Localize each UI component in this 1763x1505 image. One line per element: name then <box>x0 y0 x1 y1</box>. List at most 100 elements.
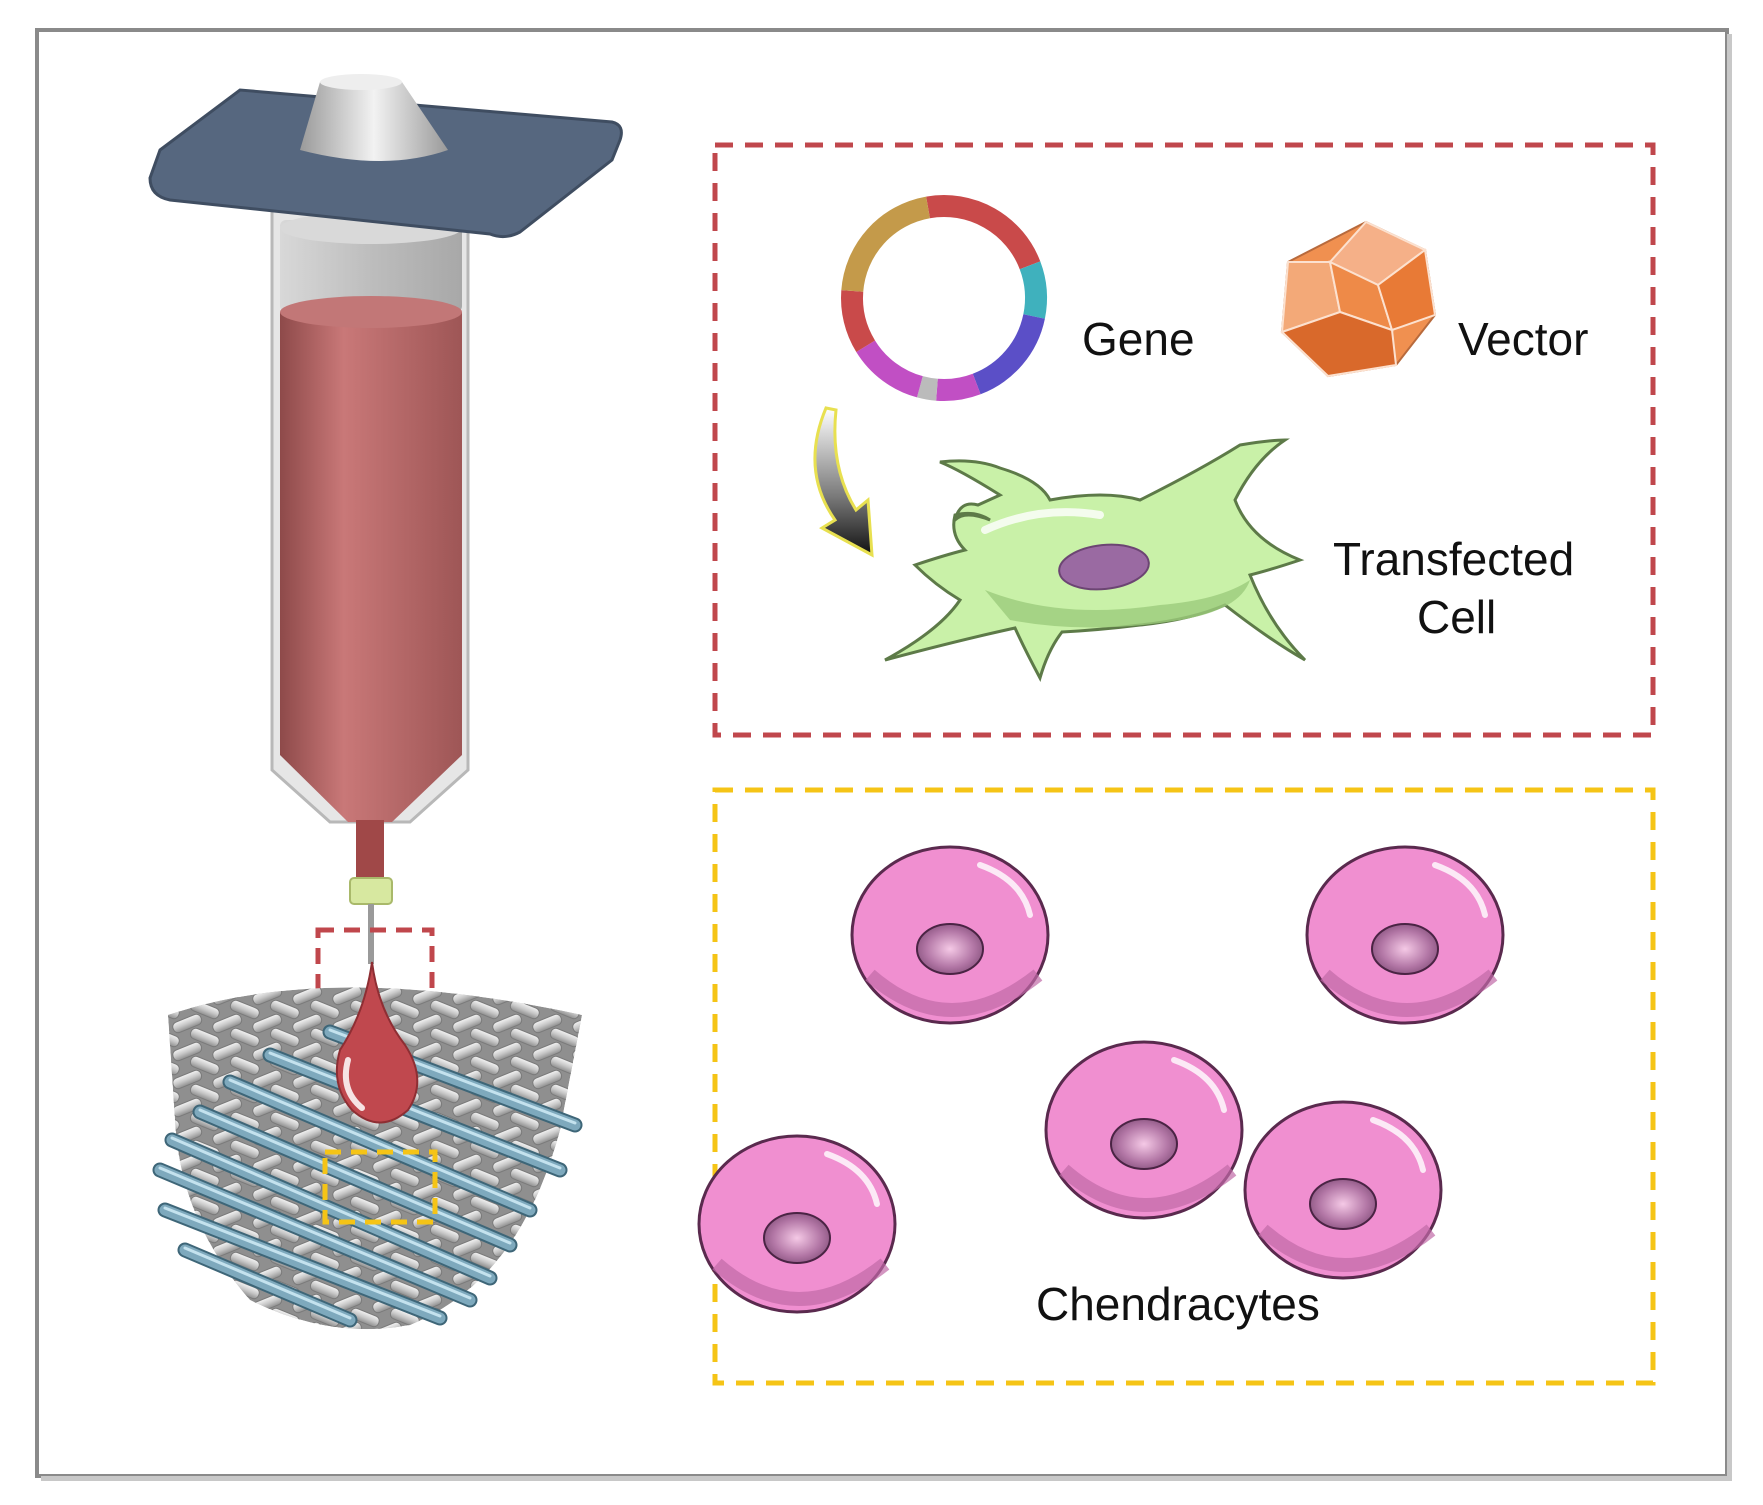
panel-gene-delivery <box>712 142 1656 738</box>
scaffold-strand <box>172 1069 203 1090</box>
scaffold-strand <box>309 999 340 1020</box>
chondrocyte-shade <box>865 969 1043 1017</box>
chondrocyte-shade <box>1320 969 1498 1017</box>
plasmid-segment <box>1019 261 1047 319</box>
scaffold-strand <box>212 1041 243 1062</box>
scaffold-strand <box>189 1195 220 1216</box>
cell-shadow <box>985 580 1250 628</box>
frame-shadow <box>41 1476 1731 1481</box>
syringe-flange <box>148 88 623 239</box>
scaffold-strand <box>168 1055 180 1076</box>
scaffold-strand <box>332 1321 363 1330</box>
scaffold-strand <box>452 1237 483 1258</box>
plasmid-segment <box>972 313 1045 395</box>
scaffold-blue-rod-shine <box>198 1108 512 1245</box>
chondrocyte-nucleus <box>1309 1178 1377 1230</box>
label-gene: Gene <box>1082 313 1195 365</box>
chondrocyte-highlight <box>1370 1117 1426 1173</box>
scaffold-strand <box>372 1321 403 1330</box>
plasmid-segment <box>841 290 876 352</box>
scaffold-strand <box>389 999 420 1020</box>
scaffold-strand <box>509 1027 540 1048</box>
chondrocyte-nucleus <box>1371 923 1439 975</box>
chondrocyte-shade <box>1059 1164 1237 1212</box>
cell-nucleus <box>1058 543 1150 591</box>
scaffold-blue-rod <box>166 1134 496 1284</box>
scaffold-strand <box>389 1167 420 1188</box>
scaffold-strand <box>349 1307 380 1328</box>
needle-collar <box>349 877 393 905</box>
label-transfected-line2: Cell <box>1417 591 1496 643</box>
scaffold-strand <box>189 1055 220 1076</box>
plasmid-icon <box>841 195 1047 401</box>
scaffold-blue-rod-shine <box>268 1051 562 1170</box>
panel-chondrocytes <box>712 787 1656 1386</box>
cell-highlight <box>981 508 1104 534</box>
scaffold-strand <box>189 1027 220 1048</box>
chondrocyte-icon <box>850 845 1050 1025</box>
fluid-top <box>280 296 462 328</box>
scaffold-strand <box>229 999 260 1020</box>
chondrocyte-shade <box>1258 1224 1436 1272</box>
scaffold-blue-rod <box>224 1076 536 1216</box>
scaffold-strand <box>492 1013 523 1034</box>
scaffold-strand <box>469 1195 500 1216</box>
scaffold-strand <box>429 999 460 1020</box>
scaffold-blue-rod-shine <box>158 1166 472 1300</box>
arrow-icon <box>813 406 874 558</box>
scaffold-strand <box>452 1097 483 1118</box>
scaffold-strand <box>509 1167 540 1188</box>
scaffold-strand <box>292 1013 323 1034</box>
plasmid-segment <box>916 376 939 401</box>
frame-shadow-side <box>1727 34 1732 1481</box>
scaffold-strand <box>509 999 540 1020</box>
label-chondrocytes: Chendracytes <box>1036 1278 1320 1330</box>
scaffold-strand <box>429 1027 460 1048</box>
scaffold-strand <box>429 1083 460 1104</box>
syringe-plunger <box>280 220 462 312</box>
chondrocyte-icon <box>697 1134 897 1314</box>
chondrocyte-icon <box>1243 1100 1443 1280</box>
syringe-fluid <box>280 312 462 822</box>
drop-highlight <box>342 1057 365 1111</box>
chondrocyte-icon <box>1044 1040 1244 1220</box>
scaffold-strand <box>168 1027 180 1048</box>
delivery-arrow <box>813 406 874 558</box>
scaffold-blue-rod-shine <box>170 1136 492 1278</box>
bioink-drop <box>335 961 419 1124</box>
chondrocyte-nucleus <box>1110 1118 1178 1170</box>
scaffold-blue-rod <box>264 1049 566 1176</box>
label-transfected-line1: Transfected <box>1333 533 1574 585</box>
scaffold-strand <box>212 1013 243 1034</box>
chondrocyte-nucleus <box>916 923 984 975</box>
scaffold-strand <box>349 1195 380 1216</box>
scaffold-blue-rod <box>154 1164 476 1306</box>
plasmid-segment <box>856 340 924 398</box>
scaffold-strand <box>252 1013 283 1034</box>
chondrocyte-highlight <box>977 862 1033 918</box>
scaffold-strand <box>189 1083 220 1104</box>
chondrocyte-nucleus <box>763 1212 831 1264</box>
scaffold-strand <box>269 1027 300 1048</box>
scaffold-blue-rod <box>194 1106 516 1251</box>
scaffold-strand <box>469 1055 500 1076</box>
scaffold-blue-rod-shine <box>228 1078 532 1210</box>
syringe-needle <box>368 904 374 964</box>
scaffold-strand <box>532 1069 563 1090</box>
syringe-icon <box>148 74 623 964</box>
scaffold-strand <box>469 999 500 1020</box>
scaffold-blue-rod <box>159 1204 446 1324</box>
scaffold-strand <box>452 1153 483 1174</box>
chondrocyte-highlight <box>1432 862 1488 918</box>
chondrocyte-highlight <box>1171 1057 1227 1113</box>
scaffold-strand <box>469 1111 500 1132</box>
plasmid-segment <box>936 373 981 401</box>
scaffold-strand <box>309 1279 340 1300</box>
transfected-cell-icon <box>884 438 1307 682</box>
scaffold-strand <box>469 1027 500 1048</box>
syringe-cap <box>300 82 448 161</box>
scaffold-strand <box>412 1013 443 1034</box>
chondrocyte-group <box>697 845 1505 1314</box>
scaffold-strand <box>509 1055 540 1076</box>
scaffold-strand <box>389 1279 420 1300</box>
